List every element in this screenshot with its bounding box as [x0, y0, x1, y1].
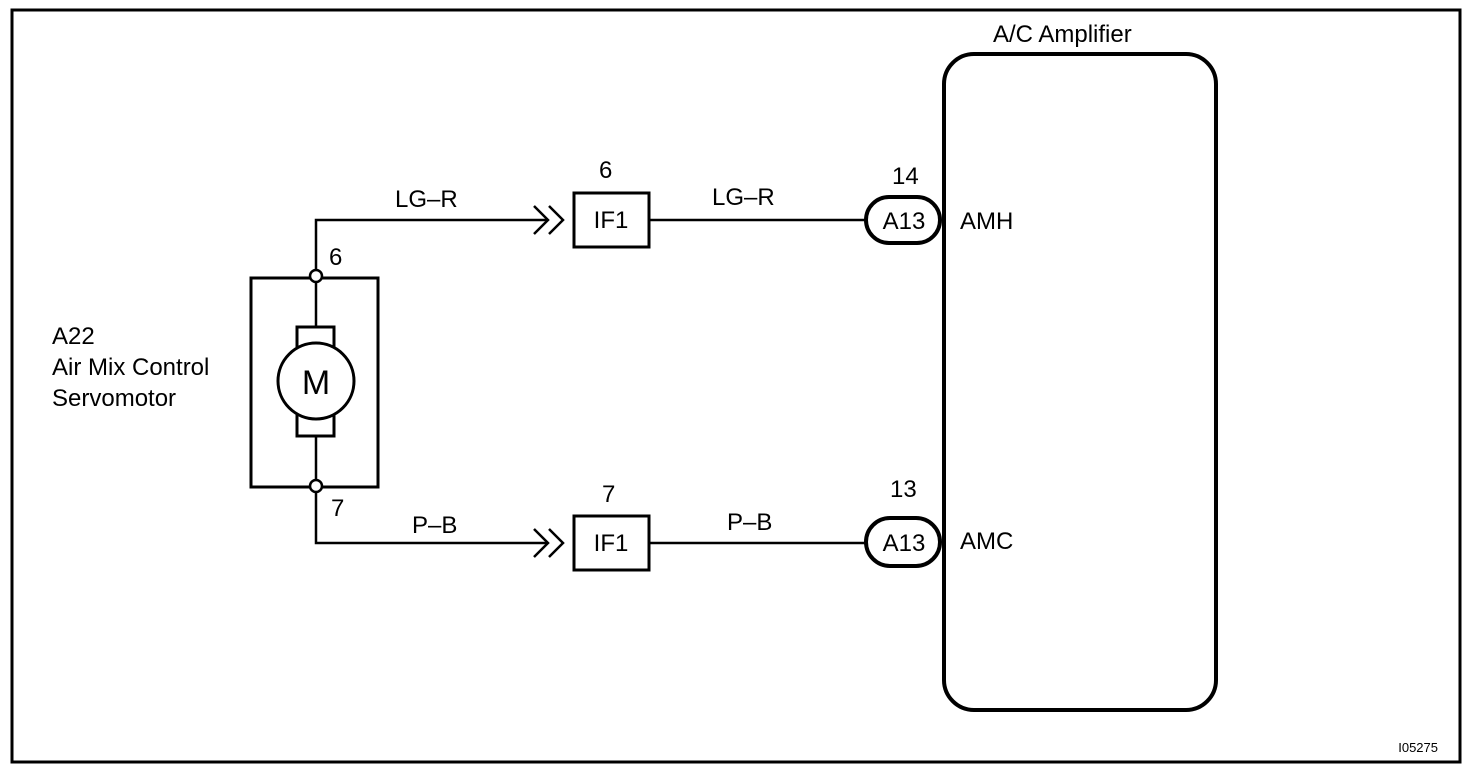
- amplifier-connector-a13-lower-label: A13: [883, 530, 926, 557]
- amplifier-terminal-amc-label: AMC: [960, 528, 1013, 555]
- amplifier-body: [942, 52, 1218, 712]
- connector-arrow-lower-outer: [533, 528, 550, 558]
- diagram-frame: [10, 8, 1462, 764]
- wire-lg-r-motor-side: [314, 218, 548, 270]
- amplifier-terminal-amh-label: AMH: [960, 208, 1013, 235]
- motor-symbol-label: M: [302, 364, 330, 402]
- junction-if1-upper: [572, 191, 651, 249]
- connector-arrow-upper-inner: [548, 205, 565, 235]
- wire-p-b-motor-side-label: P–B: [412, 512, 457, 539]
- wire-lg-r-amplifier-side-label: LG–R: [712, 184, 775, 211]
- connector-arrow-upper-outer: [533, 205, 550, 235]
- amplifier-connector-a13-upper-label: A13: [883, 208, 926, 235]
- servomotor-pin-bottom-terminal: [308, 478, 324, 494]
- wire-p-b-motor-side: [314, 492, 548, 545]
- connector-arrow-lower-inner: [548, 528, 565, 558]
- motor-symbol-circle: [276, 341, 356, 421]
- wire-lg-r-motor-side-label: LG–R: [395, 186, 458, 213]
- figure-id: I05275: [1398, 740, 1438, 755]
- amplifier-connector-a13-upper: [864, 195, 942, 245]
- amplifier-title: A/C Amplifier: [993, 21, 1132, 48]
- servomotor-code: A22: [52, 323, 95, 350]
- wire-p-b-amplifier-side-label: P–B: [727, 509, 772, 536]
- servomotor-pin-top-label: 6: [329, 244, 342, 271]
- junction-if1-upper-pin: 6: [599, 157, 612, 184]
- junction-if1-lower-pin: 7: [602, 481, 615, 508]
- servomotor-pin-top-terminal: [308, 268, 324, 284]
- amplifier-connector-a13-lower: [864, 516, 942, 568]
- amplifier-pin-14-label: 14: [892, 163, 919, 190]
- servomotor-pin-bottom-label: 7: [331, 495, 344, 522]
- junction-if1-upper-label: IF1: [594, 207, 629, 234]
- servomotor-name-line2: Servomotor: [52, 385, 176, 412]
- junction-if1-lower-label: IF1: [594, 530, 629, 557]
- amplifier-pin-13-label: 13: [890, 476, 917, 503]
- servomotor-name-line1: Air Mix Control: [52, 354, 209, 381]
